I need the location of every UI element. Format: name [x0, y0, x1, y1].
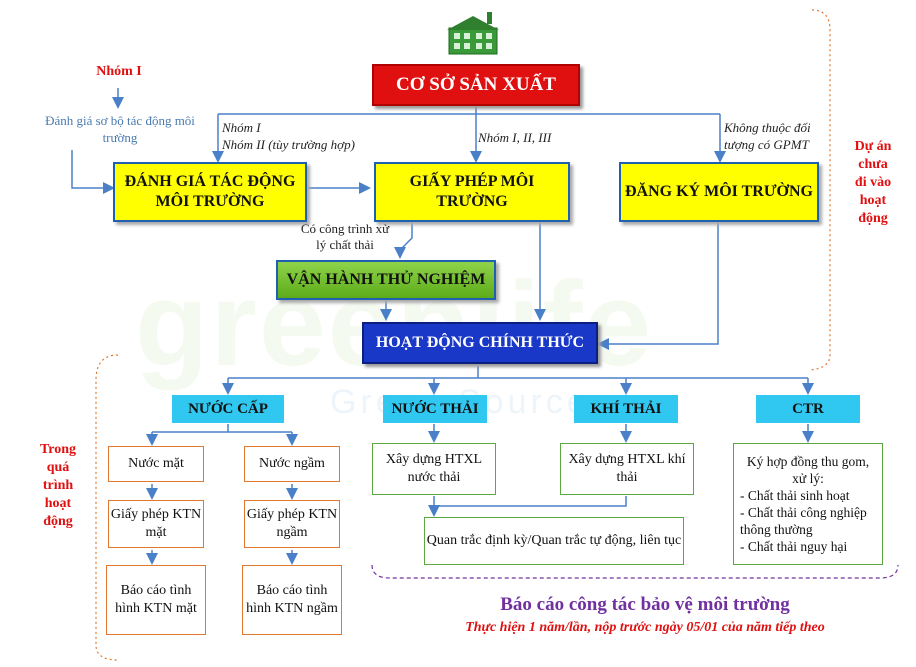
pre-operation-line-5: động — [858, 211, 888, 226]
during-operation-line-1: Trong — [39, 442, 77, 457]
factory-icon — [443, 10, 503, 56]
pre-operation-note: Dự án chưa đi vào hoạt động — [843, 138, 903, 228]
registration-label: ĐĂNG KÝ MÔI TRƯỜNG — [625, 183, 813, 200]
official-operation-box: HOẠT ĐỘNG CHÍNH THỨC — [362, 322, 598, 364]
treatment-works-line-2: lý chất thải — [316, 237, 374, 252]
groundwater-box: Nước ngầm — [244, 446, 340, 482]
groundwater-report-box: Báo cáo tình hình KTN ngầm — [242, 565, 342, 635]
treatment-works-line-1: Có công trình xử — [300, 221, 390, 236]
branch-label-exempt-2: tượng có GPMT — [724, 137, 809, 152]
during-operation-line-5: động — [43, 514, 73, 529]
surface-water-report-box: Báo cáo tình hình KTN mặt — [106, 565, 206, 635]
pre-operation-line-3: đi vào — [854, 175, 892, 190]
annual-report-subtitle: Thực hiện 1 năm/lần, nộp trước ngày 05/0… — [465, 620, 825, 635]
branch-label-group-all: Nhóm I, II, III — [478, 130, 552, 145]
solid-waste-item: - Chất thải nguy hại — [740, 539, 848, 554]
pre-operation-line-1: Dự án — [854, 139, 892, 154]
permit-label: GIẤY PHÉP MÔI TRƯỜNG — [409, 173, 535, 210]
water-supply-box: NƯỚC CẤP — [172, 395, 284, 423]
wastewater-box: NƯỚC THẢI — [383, 395, 487, 423]
eia-label: ĐÁNH GIÁ TÁC ĐỘNG MÔI TRƯỜNG — [124, 173, 296, 210]
solid-waste-contract-box: Ký hợp đồng thu gom, xử lý: - Chất thải … — [733, 443, 883, 565]
annual-report-title: Báo cáo công tác bảo vệ môi trường — [500, 594, 790, 615]
surface-water-permit-box: Giấy phép KTN mặt — [108, 500, 204, 548]
pre-operation-line-2: chưa — [858, 157, 888, 172]
monitoring-box: Quan trắc định kỳ/Quan trắc tự động, liê… — [424, 517, 684, 565]
branch-label-group-1: Nhóm I — [222, 120, 261, 135]
group-one-label: Nhóm I — [96, 64, 142, 79]
during-operation-line-4: hoạt — [44, 496, 72, 511]
solid-waste-box: CTR — [756, 395, 860, 423]
during-operation-line-2: quá — [46, 460, 70, 475]
groundwater-permit-box: Giấy phép KTN ngầm — [244, 500, 340, 548]
during-operation-note: Trong quá trình hoạt động — [30, 441, 86, 531]
production-facility-box: CƠ SỞ SẢN XUẤT — [372, 64, 580, 106]
treatment-works-note: Có công trình xử lý chất thải — [278, 221, 412, 253]
environmental-registration-box: ĐĂNG KÝ MÔI TRƯỜNG — [619, 162, 819, 222]
during-operation-line-3: trình — [42, 478, 74, 493]
wastewater-treatment-box: Xây dựng HTXL nước thải — [372, 443, 496, 495]
solid-waste-item: - Chất thải sinh hoạt — [740, 488, 850, 503]
preliminary-assessment-note: Đánh giá sơ bộ tác động môi trường — [45, 113, 195, 145]
environmental-permit-box: GIẤY PHÉP MÔI TRƯỜNG — [374, 162, 570, 222]
branch-label-group-2: Nhóm II (tùy trường hợp) — [222, 137, 355, 152]
pre-operation-line-4: hoạt — [859, 193, 887, 208]
surface-water-box: Nước mặt — [108, 446, 204, 482]
emission-treatment-box: Xây dựng HTXL khí thải — [560, 443, 694, 495]
emissions-box: KHÍ THẢI — [574, 395, 678, 423]
solid-waste-heading: Ký hợp đồng thu gom, xử lý: — [746, 454, 870, 486]
trial-run-box: VẬN HÀNH THỬ NGHIỆM — [276, 260, 496, 300]
solid-waste-item: - Chất thải công nghiệp thông thường — [740, 505, 867, 537]
eia-box: ĐÁNH GIÁ TÁC ĐỘNG MÔI TRƯỜNG — [113, 162, 307, 222]
branch-label-exempt-1: Không thuộc đối — [724, 120, 811, 135]
